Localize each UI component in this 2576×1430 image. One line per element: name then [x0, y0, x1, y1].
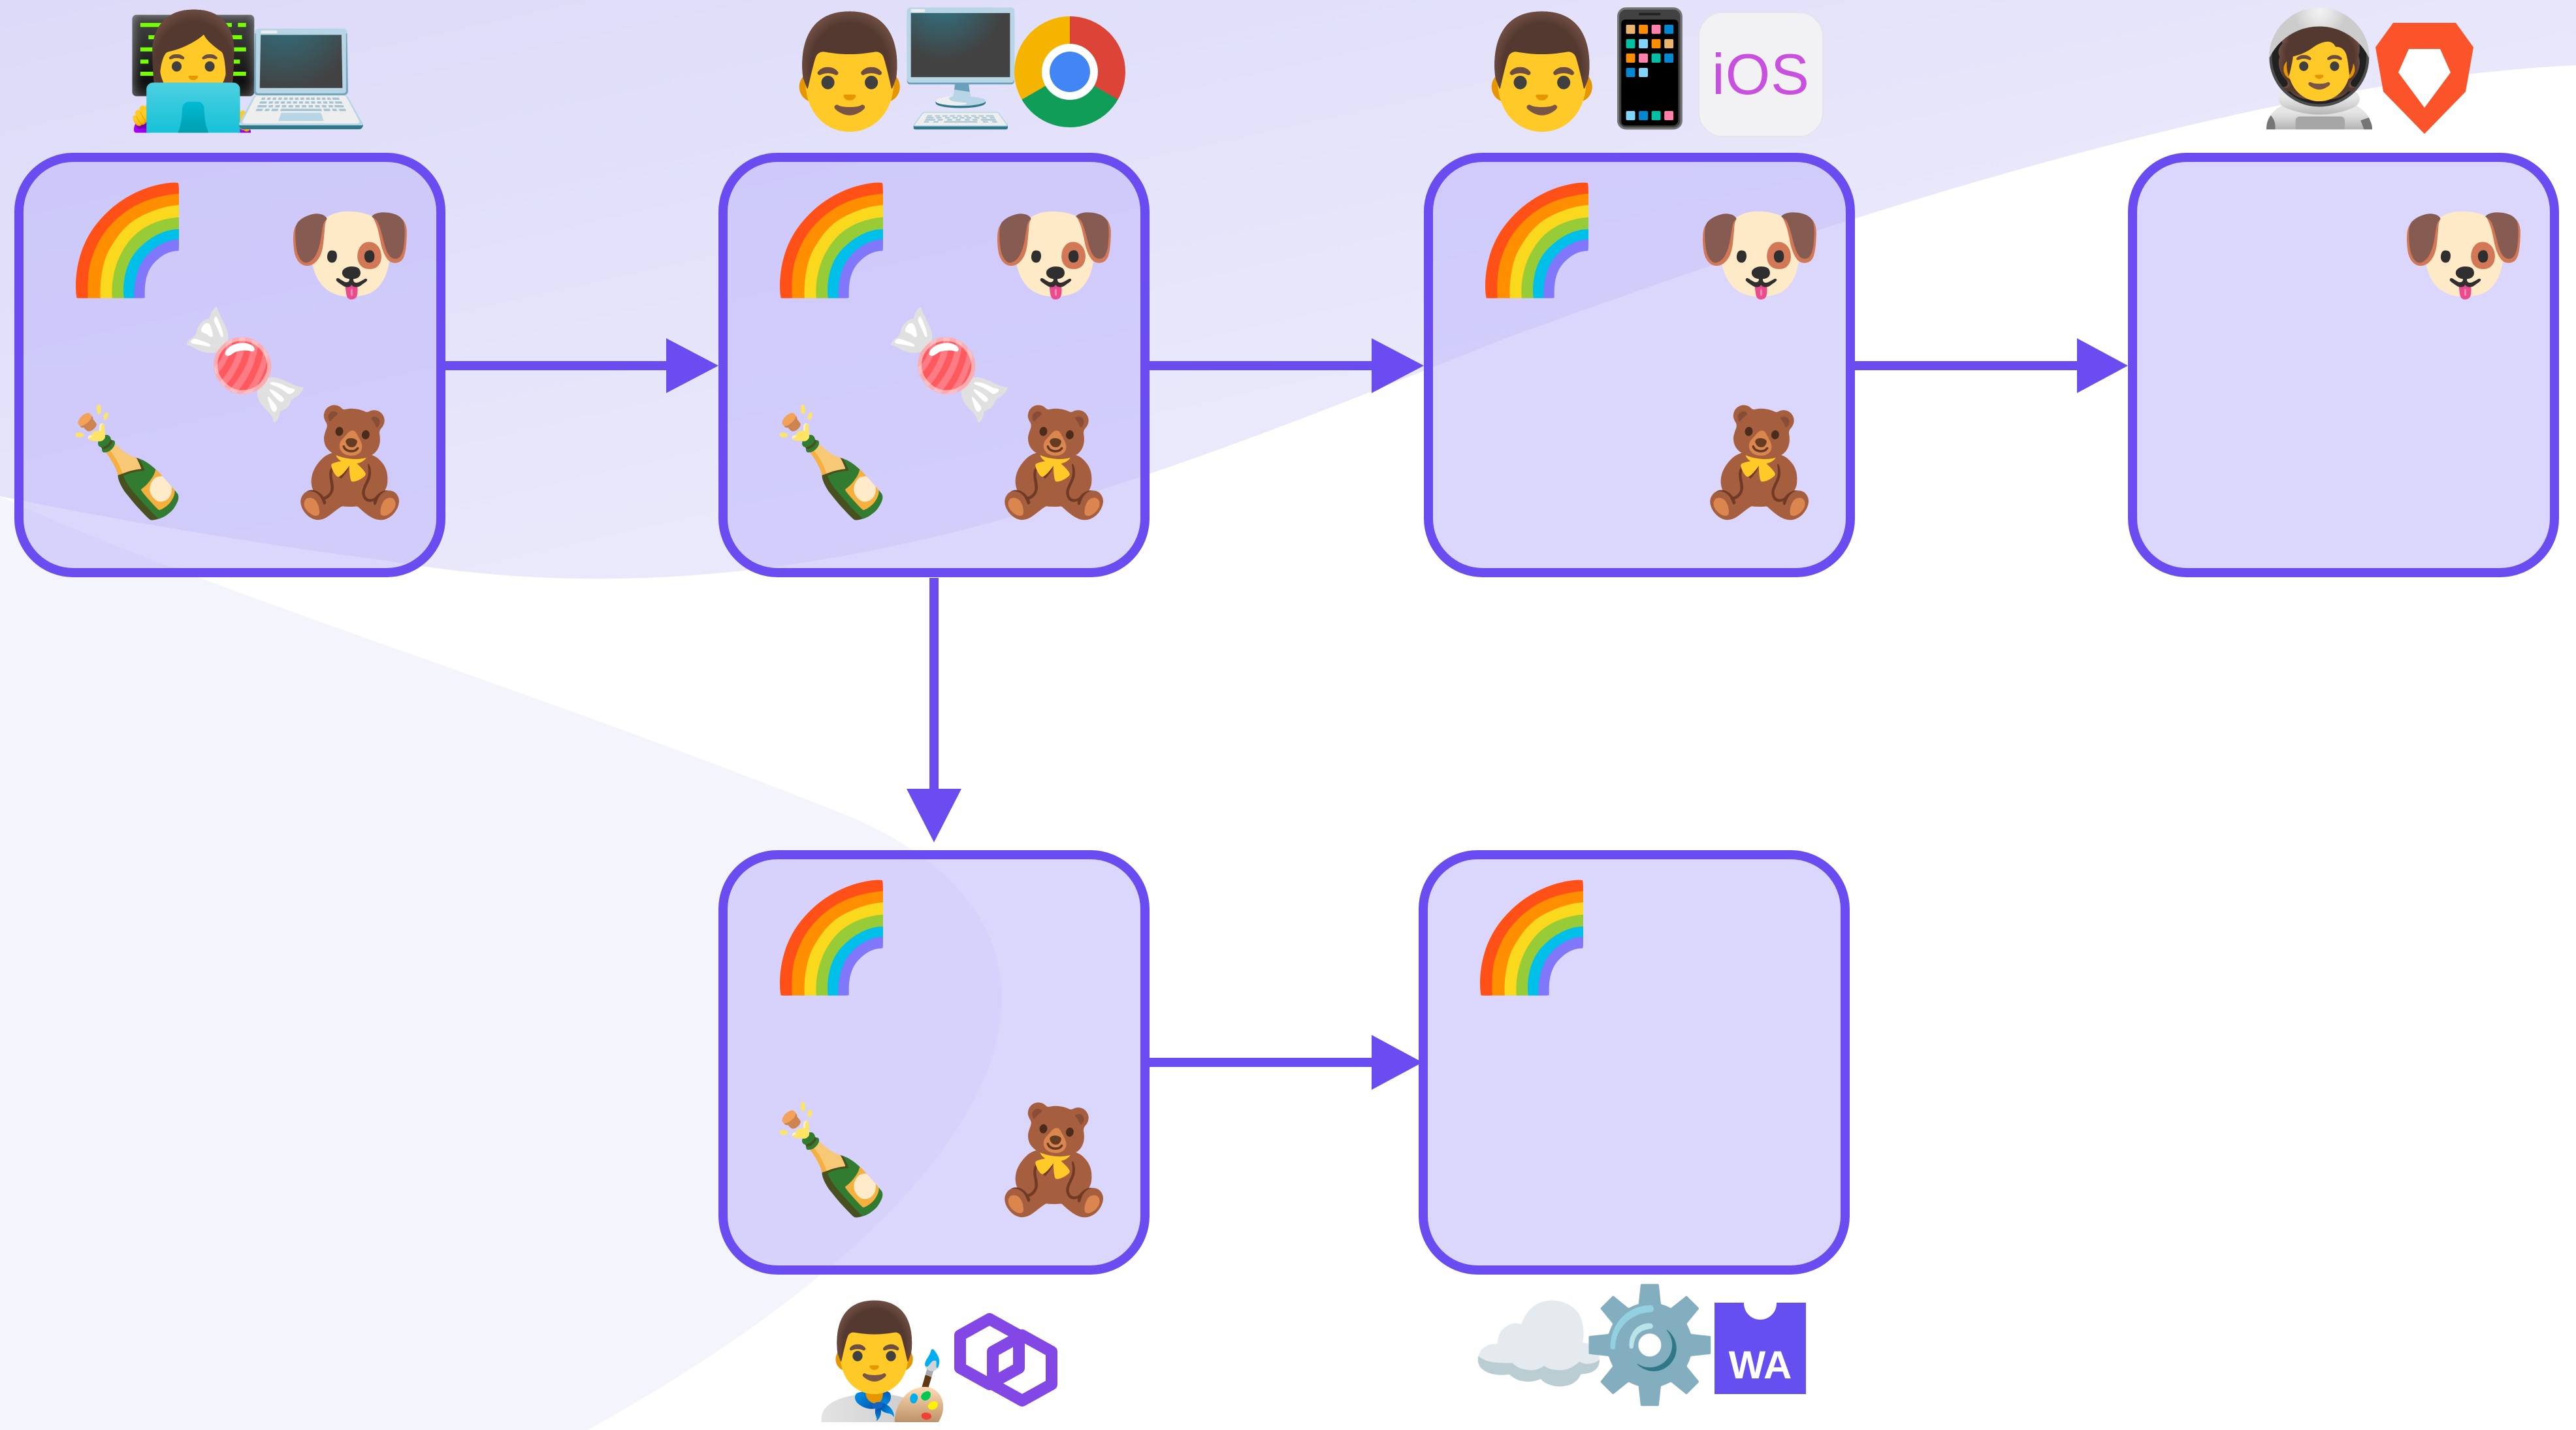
gear-icon: ⚙️ [1581, 1280, 1719, 1410]
man-icon: 👨 [781, 7, 919, 136]
arrowhead-node-5 [907, 789, 961, 842]
rainbow-icon: 🌈 [767, 179, 897, 301]
node-6[interactable]: 🌈 [1419, 850, 1850, 1275]
champagne-icon: 🍾 [63, 401, 193, 523]
rainbow-icon: 🌈 [63, 179, 193, 301]
man-icon: 👨 [1473, 7, 1611, 136]
webassembly-icon: WA [1715, 1301, 1806, 1394]
artist-icon: 👨‍🎨 [813, 1297, 952, 1426]
dog-icon: 🐶 [1694, 192, 1825, 314]
astronaut-icon: 🧑‍🚀 [2250, 4, 2389, 133]
cloud-icon: ☁️ [1470, 1280, 1608, 1410]
rainbow-icon: 🌈 [1467, 876, 1598, 998]
champagne-icon: 🍾 [767, 1098, 897, 1220]
node-2[interactable]: 🌈 🐶 🍬 🍾 🧸 [718, 153, 1150, 577]
arrowhead-node-2 [666, 338, 718, 393]
chrome-icon [1014, 16, 1125, 127]
arrowhead-node-4 [2077, 338, 2128, 393]
dog-icon: 🐶 [989, 192, 1119, 314]
desktop-computer-icon: 🖥️ [892, 4, 1030, 133]
candy-icon: 🍬 [180, 303, 311, 425]
teddy-bear-icon: 🧸 [989, 401, 1119, 523]
rainbow-icon: 🌈 [767, 876, 897, 998]
arrowhead-node-3 [1372, 338, 1424, 393]
node-1[interactable]: 🌈 🐶 🍬 🍾 🧸 [14, 153, 445, 577]
laptop-icon: 💻 [232, 4, 370, 133]
arrowhead-node-6 [1372, 1035, 1423, 1090]
teddy-bear-icon: 🧸 [989, 1098, 1119, 1220]
ios-icon: iOS [1698, 12, 1824, 137]
candy-icon: 🍬 [884, 303, 1015, 425]
node-3[interactable]: 🌈 🐶 🧸 [1424, 153, 1855, 577]
dog-icon: 🐶 [285, 192, 415, 314]
mobile-phone-icon: 📱 [1581, 4, 1719, 133]
node-4[interactable]: 🐶 [2128, 153, 2559, 577]
polygon-icon [954, 1313, 1057, 1406]
woman-technologist-icon: 👩‍💻 [124, 7, 263, 136]
teddy-bear-icon: 🧸 [1694, 401, 1825, 523]
champagne-icon: 🍾 [767, 401, 897, 523]
node-5[interactable]: 🌈 🍾 🧸 [718, 850, 1150, 1275]
teddy-bear-icon: 🧸 [285, 401, 415, 523]
dog-icon: 🐶 [2398, 192, 2529, 314]
rainbow-icon: 🌈 [1472, 179, 1603, 301]
